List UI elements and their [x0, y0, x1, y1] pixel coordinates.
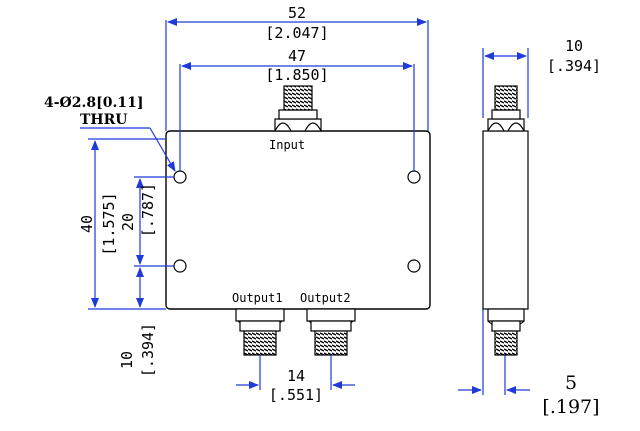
side-offset-inch: [.197]: [542, 396, 599, 418]
mounting-hole-bottom-right: [407, 259, 421, 273]
height-mm: 40: [78, 215, 96, 233]
output1-connector: [235, 308, 285, 356]
hole-spacing-y-inch: [.787]: [139, 183, 157, 237]
overall-width-inch: [2.047]: [265, 24, 328, 42]
output-spacing-inch: [.551]: [269, 386, 323, 404]
hole-callout-label: 4-Ø2.8[0.11]: [44, 95, 143, 111]
mounting-hole-top-left: [173, 170, 187, 184]
height-inch: [1.575]: [100, 192, 118, 255]
hole-callout-leader: [149, 127, 176, 172]
thru-label: THRU: [80, 112, 128, 128]
output1-label: Output1: [232, 291, 283, 305]
hole-spacing-y-mm: 20: [119, 213, 137, 231]
mounting-hole-bottom-left: [173, 259, 187, 273]
output-spacing-mm: 14: [287, 367, 305, 385]
side-view-body: [482, 130, 529, 310]
hole-spacing-x-inch: [1.850]: [265, 66, 328, 84]
output2-label: Output2: [300, 291, 351, 305]
side-width-inch: [.394]: [547, 57, 601, 75]
input-connector: [274, 85, 322, 132]
overall-width-mm: 52: [288, 4, 306, 22]
side-offset-mm: 5: [565, 372, 577, 394]
hole-spacing-x-mm: 47: [288, 47, 306, 65]
mounting-hole-top-right: [407, 170, 421, 184]
side-view: [482, 85, 529, 356]
divider-body: [165, 130, 431, 310]
bottom-offset-inch: [.394]: [139, 323, 157, 377]
output2-connector: [306, 308, 356, 356]
input-label: Input: [269, 138, 305, 152]
side-width-mm: 10: [565, 37, 583, 55]
bottom-offset-mm: 10: [118, 351, 136, 369]
